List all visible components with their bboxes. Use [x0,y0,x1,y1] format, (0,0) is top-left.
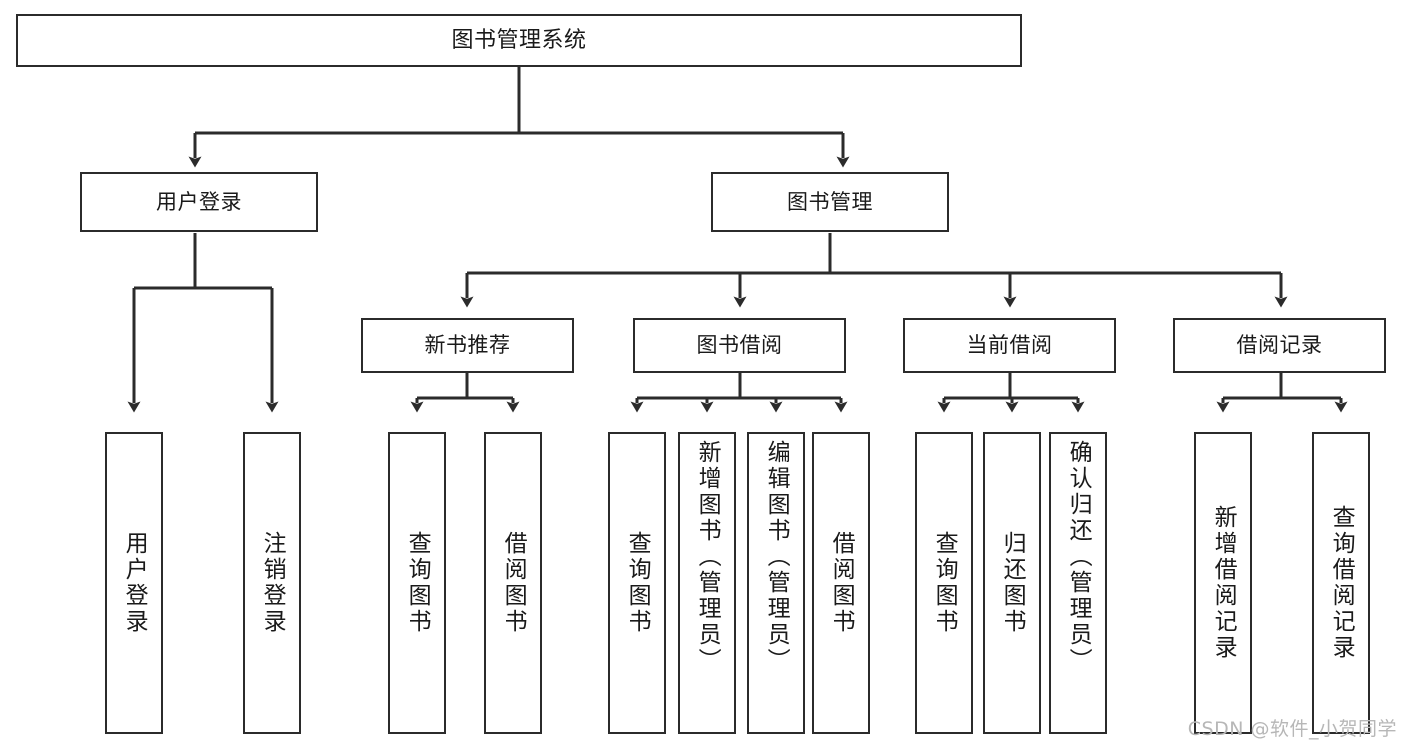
node-label: 编辑图书（管理员） [763,440,790,674]
leaf-query-book-current[interactable]: 查询图书 [915,432,973,734]
leaf-confirm-return[interactable]: 确认归还（管理员） [1049,432,1107,734]
leaf-query-book-recommend[interactable]: 查询图书 [388,432,446,734]
leaf-user-login[interactable]: 用户登录 [105,432,163,734]
node-label: 借阅记录 [1236,333,1323,358]
node-label: 注销登录 [259,531,286,635]
leaf-borrow-book[interactable]: 借阅图书 [812,432,870,734]
node-current-borrow[interactable]: 当前借阅 [903,318,1116,373]
leaf-edit-book[interactable]: 编辑图书（管理员） [747,432,805,734]
node-label: 新增借阅记录 [1210,505,1237,661]
leaf-logout-login[interactable]: 注销登录 [243,432,301,734]
node-book-borrow[interactable]: 图书借阅 [633,318,846,373]
node-label: 图书借阅 [696,333,783,358]
node-label: 查询图书 [624,531,651,635]
leaf-return-book[interactable]: 归还图书 [983,432,1041,734]
watermark-text: CSDN @软件_小贺同学 [1187,718,1397,740]
node-user-login[interactable]: 用户登录 [80,172,318,232]
node-label: 借阅图书 [828,531,855,635]
node-label: 图书管理系统 [451,27,587,53]
node-label: 借阅图书 [500,531,527,635]
node-label: 新书推荐 [424,333,511,358]
node-label: 查询图书 [931,531,958,635]
leaf-add-borrow-record[interactable]: 新增借阅记录 [1194,432,1252,734]
node-root-system[interactable]: 图书管理系统 [16,14,1022,67]
node-label: 查询图书 [404,531,431,635]
leaf-query-borrow-record[interactable]: 查询借阅记录 [1312,432,1370,734]
leaf-add-book[interactable]: 新增图书（管理员） [678,432,736,734]
node-new-book-recommend[interactable]: 新书推荐 [361,318,574,373]
node-label: 用户登录 [121,531,148,635]
node-label: 新增图书（管理员） [694,440,721,674]
node-borrow-record[interactable]: 借阅记录 [1173,318,1386,373]
leaf-borrow-book-recommend[interactable]: 借阅图书 [484,432,542,734]
node-label: 确认归还（管理员） [1065,440,1092,674]
node-book-manage[interactable]: 图书管理 [711,172,949,232]
leaf-query-book-borrow[interactable]: 查询图书 [608,432,666,734]
node-label: 归还图书 [999,531,1026,635]
node-label: 图书管理 [787,189,873,214]
node-label: 查询借阅记录 [1328,505,1355,661]
node-label: 用户登录 [156,189,242,214]
node-label: 当前借阅 [966,333,1053,358]
